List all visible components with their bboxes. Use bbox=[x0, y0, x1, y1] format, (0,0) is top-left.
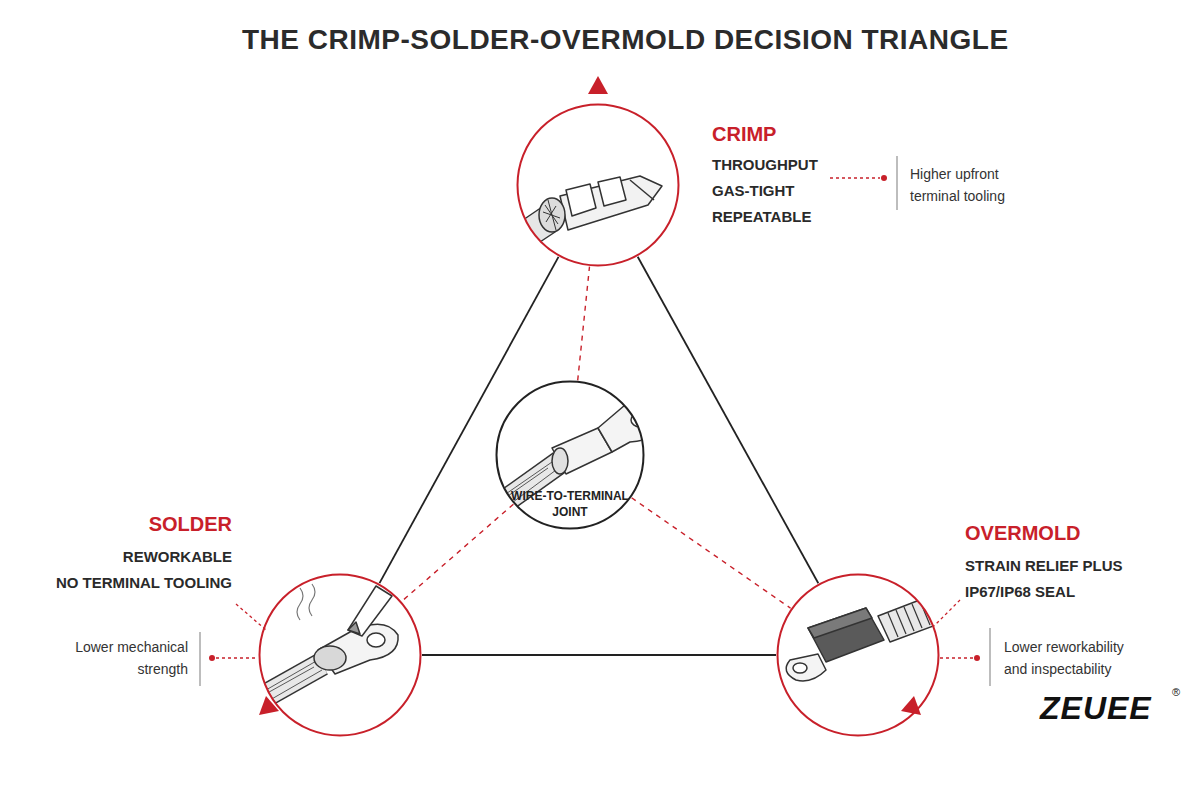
drawing-line bbox=[258, 664, 322, 700]
drawing-line bbox=[830, 177, 880, 178]
drawing-polygon bbox=[808, 608, 872, 638]
dashed-connector bbox=[632, 498, 791, 608]
circle-border bbox=[518, 105, 679, 266]
triangle-side bbox=[422, 654, 776, 656]
drawing-line bbox=[490, 462, 560, 512]
option-attributes: STRAIN RELIEF PLUS IP67/IP68 SEAL bbox=[965, 553, 1123, 605]
option-attributes: THROUGHPUT GAS-TIGHT REPEATABLE bbox=[712, 152, 818, 230]
tradeoff-note: Higher upfront terminal tooling bbox=[910, 163, 1005, 207]
drawing-line bbox=[236, 604, 266, 630]
drawing-line bbox=[199, 632, 200, 686]
drawing-path bbox=[543, 200, 560, 230]
tradeoff-note: Lower reworkability and inspectability bbox=[1004, 636, 1124, 680]
option-circle: OVERMOLDSTRAIN RELIEF PLUS IP67/IP68 SEA… bbox=[776, 573, 940, 737]
drawing-ellipse bbox=[552, 448, 568, 474]
dashed-connector bbox=[578, 267, 590, 381]
drawing-circle bbox=[881, 175, 887, 181]
drawing-path bbox=[786, 654, 826, 681]
drawing-path bbox=[598, 402, 665, 452]
drawing-ellipse bbox=[793, 663, 807, 673]
brand-logo: ZEUEE bbox=[1040, 690, 1152, 727]
drawing-polygon bbox=[808, 608, 884, 662]
drawing-path bbox=[262, 660, 322, 700]
drawing-line bbox=[940, 657, 973, 658]
note-brackets bbox=[200, 156, 990, 686]
drawing-polygon bbox=[878, 596, 944, 642]
drawing-ellipse bbox=[367, 633, 385, 647]
drawing-line bbox=[896, 610, 906, 634]
triangle-side bbox=[638, 257, 819, 583]
drawing-line bbox=[258, 664, 322, 700]
leader-dots bbox=[209, 175, 980, 661]
circle-outline bbox=[516, 103, 680, 267]
drawing-circle bbox=[974, 655, 980, 661]
drawing-line bbox=[896, 156, 897, 210]
drawing-line bbox=[630, 180, 654, 200]
cable-thread bbox=[888, 598, 938, 637]
drawing-circle bbox=[209, 655, 215, 661]
drawing-line bbox=[216, 657, 256, 658]
drawing-ellipse bbox=[314, 646, 346, 670]
corner-arrowhead bbox=[588, 76, 608, 94]
tradeoff-note: Lower mechanical strength bbox=[75, 636, 188, 680]
registered-mark: ® bbox=[1172, 686, 1180, 698]
joint-label: WIRE-TO-TERMINAL JOINT bbox=[511, 488, 629, 520]
circle-outline bbox=[258, 573, 422, 737]
option-circle: CRIMPTHROUGHPUT GAS-TIGHT REPEATABLE bbox=[516, 103, 680, 267]
drawing-polygon bbox=[560, 176, 662, 230]
crimp-terminal-illustration bbox=[520, 176, 662, 250]
drawing-polygon bbox=[348, 622, 360, 634]
dashed-connector bbox=[402, 504, 514, 601]
drawing-polygon bbox=[566, 184, 596, 216]
option-heading: SOLDER bbox=[149, 512, 232, 536]
option-attributes: REWORKABLE NO TERMINAL TOOLING bbox=[56, 544, 232, 596]
circle-border bbox=[778, 575, 939, 736]
drawing-ellipse bbox=[539, 198, 565, 232]
drawing-line bbox=[989, 628, 990, 686]
drawing-line bbox=[490, 462, 560, 512]
circle-border bbox=[260, 575, 421, 736]
option-circle: SOLDERREWORKABLE NO TERMINAL TOOLING bbox=[258, 573, 422, 737]
drawing-line bbox=[912, 604, 922, 628]
option-circle: WIRE-TO-TERMINAL JOINT bbox=[495, 380, 645, 530]
corner-arrowhead bbox=[901, 696, 921, 715]
drawing-line bbox=[904, 607, 914, 631]
corner-arrowheads bbox=[259, 76, 921, 715]
overmold-illustration bbox=[786, 596, 944, 681]
circle-border bbox=[497, 382, 644, 529]
drawing-polygon bbox=[348, 586, 392, 636]
option-heading: CRIMP bbox=[712, 122, 776, 146]
leader-lines bbox=[216, 178, 973, 658]
diagram-title: THE CRIMP-SOLDER-OVERMOLD DECISION TRIAN… bbox=[242, 24, 1009, 56]
triangle-side bbox=[380, 257, 559, 583]
drawing-polygon bbox=[598, 177, 626, 206]
circle-outline bbox=[776, 573, 940, 737]
drawing-path bbox=[297, 584, 315, 620]
drawing-line bbox=[888, 613, 898, 637]
option-heading: OVERMOLD bbox=[965, 521, 1081, 545]
drawing-line bbox=[934, 600, 960, 626]
